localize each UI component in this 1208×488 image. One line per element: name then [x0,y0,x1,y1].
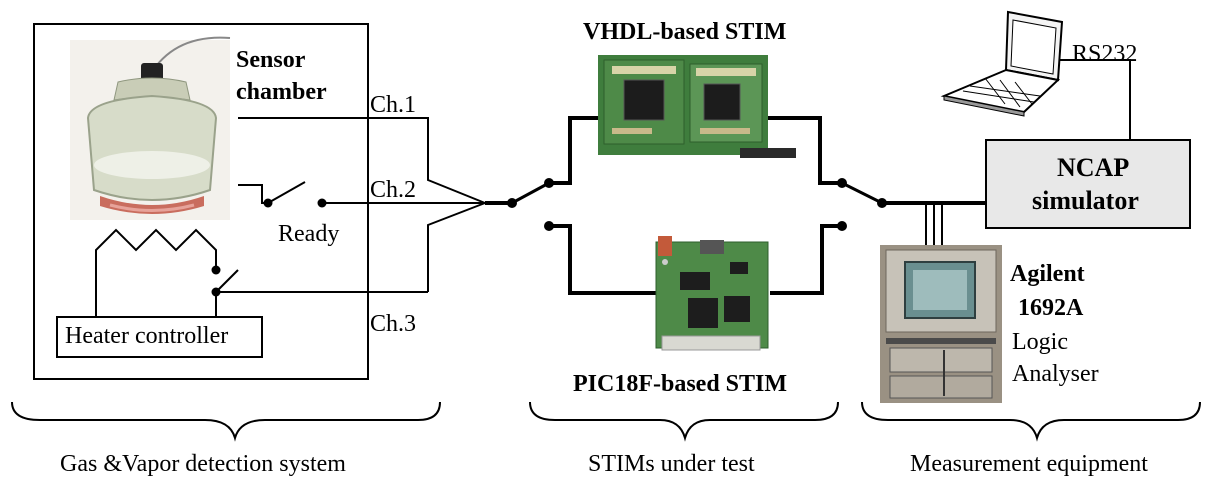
vhdl-stim-path [549,116,600,185]
ncap-simulator-box [985,139,1191,229]
pic-stim-board-image [655,236,769,351]
probe-wires [925,203,943,245]
detection-system-caption: Gas &Vapor detection system [60,451,346,477]
stim-switch-left-blade [511,181,550,205]
sensor-chamber-image [70,36,231,220]
agilent-label-line3: Logic [1012,329,1068,355]
agilent-label-line4: Analyser [1012,361,1099,387]
ncap-switch-lower-node [837,221,847,231]
channel-3-label: Ch.3 [370,311,417,337]
logic-analyser-image [880,245,1002,403]
channel-1-wire [238,117,486,204]
agilent-label-line2: 1692A [1018,295,1084,321]
heater-switch-top-node [211,265,221,275]
ncap-label-line1: NCAP [1057,153,1130,182]
detection-system-brace [11,401,441,442]
channel-1-label: Ch.1 [370,92,417,118]
heater-controller-label: Heater controller [65,323,229,349]
stims-caption: STIMs under test [588,451,755,477]
ncap-label-line2: simulator [1032,186,1139,215]
ready-label: Ready [278,221,340,247]
detection-system-box [33,23,369,380]
heater-switch-blade [215,269,239,293]
channel-3-wire [427,202,486,292]
measurement-brace [861,401,1201,442]
agilent-label-line1: Agilent [1010,261,1085,287]
heater-controller-box [56,316,263,358]
ncap-switch-blade [841,181,883,205]
channel-2-wire-left [238,184,268,204]
pic-stim-path [549,224,656,295]
rs232-cable [1060,59,1131,140]
pic-stim-label: PIC18F-based STIM [573,371,788,397]
channel-2-label: Ch.2 [370,177,417,203]
sensor-chamber-label-line2: chamber [236,79,327,105]
pic-stim-output [770,224,842,295]
stims-brace [529,401,839,442]
laptop-icon [940,10,1064,117]
measurement-caption: Measurement equipment [910,451,1148,477]
rs232-label: RS232 [1072,41,1138,67]
heater-coil [95,228,217,305]
sensor-chamber-label-line1: Sensor [236,47,306,73]
vhdl-stim-label: VHDL-based STIM [583,19,787,45]
vhdl-stim-board-image [598,55,796,158]
vhdl-stim-output [760,116,842,185]
ready-switch-blade [267,181,306,204]
